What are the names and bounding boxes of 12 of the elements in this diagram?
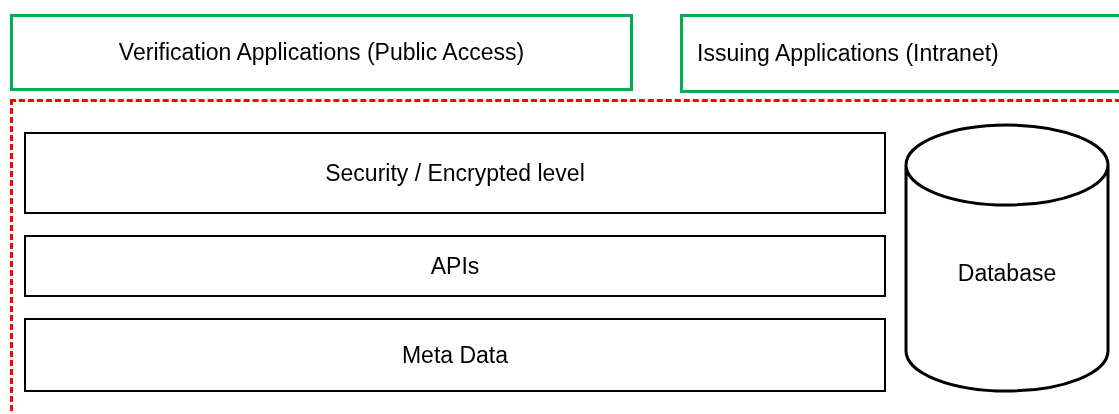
- database-label: Database: [957, 258, 1057, 288]
- layer-box: [24, 318, 886, 392]
- layer-label: Verification Applications (Public Access): [118, 39, 525, 66]
- application-box: [10, 14, 633, 91]
- dashed-boundary: [10, 99, 1119, 414]
- layer-box: [24, 132, 886, 214]
- application-box: [680, 14, 1119, 93]
- layer-label: Security / Encrypted level: [325, 159, 585, 187]
- layer-label: Meta Data: [401, 341, 509, 369]
- layer-label: Issuing Applications (Intranet): [697, 40, 999, 67]
- layer-box: [24, 235, 886, 297]
- layer-label: APIs: [430, 252, 480, 280]
